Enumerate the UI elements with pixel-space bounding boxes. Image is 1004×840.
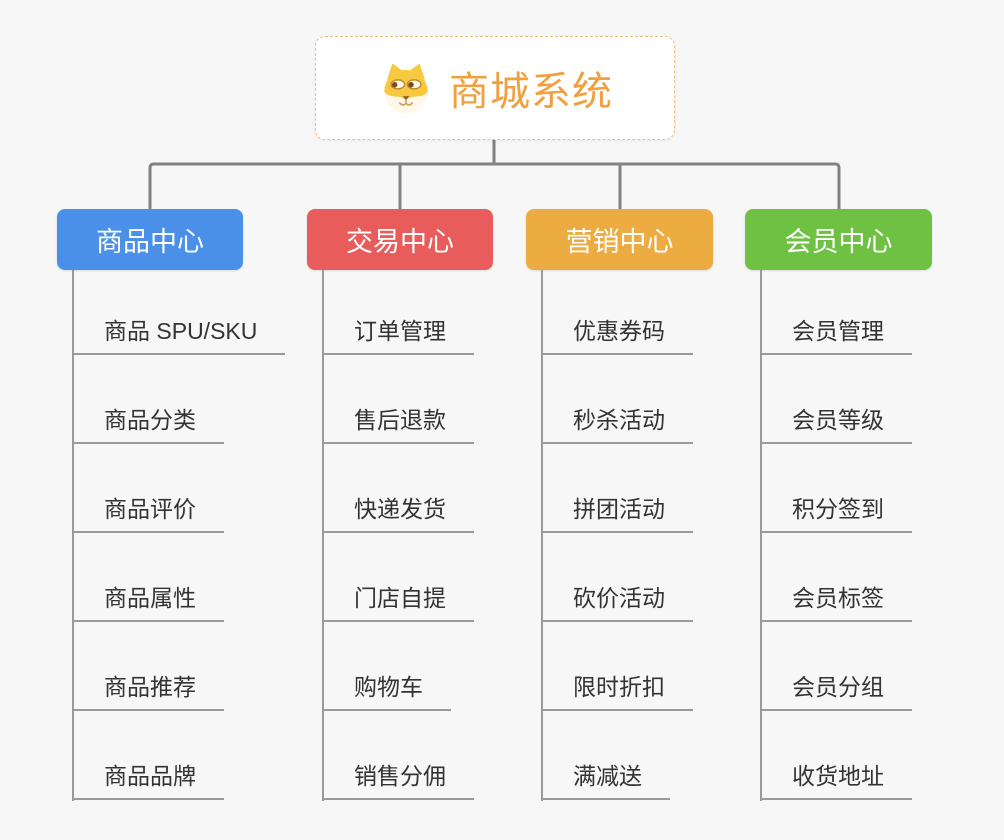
root-title: 商城系统 <box>449 70 613 114</box>
branch-label: 商品中心 <box>96 227 204 257</box>
subtopic-node[interactable]: 商品分类 <box>72 400 224 444</box>
subtopic-node[interactable]: 会员标签 <box>760 578 912 622</box>
subtopic-node[interactable]: 商品属性 <box>72 578 224 622</box>
branch-column-line <box>541 270 543 801</box>
subtopic-node[interactable]: 拼团活动 <box>541 489 693 533</box>
connector-bus <box>148 162 841 209</box>
subtopic-node[interactable]: 会员等级 <box>760 400 912 444</box>
subtopic-node[interactable]: 满减送 <box>541 756 670 800</box>
root-node[interactable]: 商城系统 <box>315 36 675 140</box>
subtopic-node[interactable]: 商品 SPU/SKU <box>72 311 286 355</box>
doge-icon <box>384 63 428 114</box>
subtopic-node[interactable]: 秒杀活动 <box>541 400 693 444</box>
subtopic-node[interactable]: 商品品牌 <box>72 756 224 800</box>
subtopic-node[interactable]: 商品评价 <box>72 489 224 533</box>
subtopic-node[interactable]: 快递发货 <box>322 489 474 533</box>
branch-node-product-center[interactable]: 商品中心 <box>57 209 243 270</box>
branch-label: 营销中心 <box>565 227 674 257</box>
branch-node-marketing-center[interactable]: 营销中心 <box>526 209 713 270</box>
subtopic-node[interactable]: 会员分组 <box>760 667 912 711</box>
subtopic-node[interactable]: 砍价活动 <box>541 578 693 622</box>
subtopic-node[interactable]: 收货地址 <box>760 756 912 800</box>
subtopic-node[interactable]: 门店自提 <box>322 578 474 622</box>
branch-column-line <box>72 270 74 801</box>
branch-node-trade-center[interactable]: 交易中心 <box>307 209 493 270</box>
subtopic-node[interactable]: 积分签到 <box>760 489 912 533</box>
subtopic-node[interactable]: 优惠券码 <box>541 311 693 355</box>
branch-column-line <box>760 270 762 801</box>
branch-column-line <box>322 270 324 801</box>
subtopic-node[interactable]: 购物车 <box>322 667 451 711</box>
subtopic-node[interactable]: 商品推荐 <box>72 667 224 711</box>
branch-label: 交易中心 <box>346 227 454 257</box>
subtopic-node[interactable]: 售后退款 <box>322 400 474 444</box>
subtopic-node[interactable]: 销售分佣 <box>322 756 474 800</box>
branch-label: 会员中心 <box>784 227 893 257</box>
subtopic-node[interactable]: 会员管理 <box>760 311 912 355</box>
branch-node-member-center[interactable]: 会员中心 <box>745 209 932 270</box>
subtopic-node[interactable]: 订单管理 <box>322 311 474 355</box>
subtopic-node[interactable]: 限时折扣 <box>541 667 693 711</box>
